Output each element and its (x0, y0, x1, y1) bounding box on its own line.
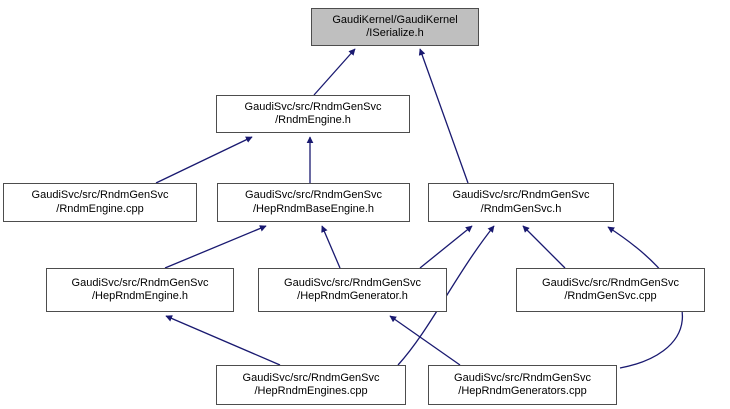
node-label-line1: GaudiSvc/src/RndmGenSvc (31, 189, 169, 201)
edge-heprndmgenerators_cpp-to-rndmgensvc_h (607, 226, 684, 369)
node-label-line1: GaudiKernel/GaudiKernel (332, 13, 458, 26)
graph-node-heprndmengines_cpp[interactable]: GaudiSvc/src/RndmGenSvc /HepRndmEngines.… (216, 365, 406, 405)
edge-heprndmgenerator_h-to-rndmgensvc_h (419, 225, 473, 269)
node-label-line2: /HepRndmGenerator.h (297, 290, 408, 302)
node-label-line2: /HepRndmBaseEngine.h (252, 202, 375, 215)
node-label-line1: GaudiSvc/src/RndmGenSvc (244, 100, 382, 113)
node-label-line2: /RndmGenSvc.cpp (564, 290, 657, 302)
edge-rndmgensvc_cpp-to-rndmgensvc_h (522, 225, 566, 269)
edge-rndmengine_cpp-to-rndmengine_h (155, 136, 253, 184)
node-label-line2: /RndmEngine.h (275, 114, 351, 126)
node-label-line1: GaudiSvc/src/RndmGenSvc (71, 276, 209, 289)
graph-node-heprndmgenerator_h[interactable]: GaudiSvc/src/RndmGenSvc /HepRndmGenerato… (258, 268, 447, 312)
graph-node-heprndmengine_h[interactable]: GaudiSvc/src/RndmGenSvc /HepRndmEngine.h (46, 268, 234, 312)
node-label-line2: /HepRndmGenerators.cpp (458, 385, 587, 397)
node-label-line2: /RndmGenSvc.h (480, 202, 562, 215)
edge-rndmgensvc_h-to-iserialize (418, 48, 469, 184)
node-label-line2: /HepRndmEngines.cpp (254, 385, 368, 397)
graph-node-rndmgensvc_cpp[interactable]: GaudiSvc/src/RndmGenSvc /RndmGenSvc.cpp (516, 268, 705, 312)
node-label-line1: GaudiSvc/src/RndmGenSvc (454, 371, 591, 384)
edge-heprndmgenerator_h-to-heprndmbaseengine_h (321, 225, 341, 269)
graph-node-heprndmgenerators_cpp[interactable]: GaudiSvc/src/RndmGenSvc /HepRndmGenerato… (428, 365, 617, 405)
node-label-line1: GaudiSvc/src/RndmGenSvc (452, 189, 590, 201)
node-label-line2: /HepRndmEngine.h (91, 290, 188, 302)
node-label-line1: GaudiSvc/src/RndmGenSvc (242, 371, 380, 384)
graph-node-iserialize[interactable]: GaudiKernel/GaudiKernel /ISerialize.h (311, 8, 479, 46)
graph-node-rndmengine_cpp[interactable]: GaudiSvc/src/RndmGenSvc /RndmEngine.cpp (3, 183, 197, 222)
edge-heprndmengines_cpp-to-heprndmengine_h (165, 315, 281, 366)
node-label-line2: /RndmEngine.cpp (56, 202, 144, 215)
graph-node-heprndmbaseengine_h[interactable]: GaudiSvc/src/RndmGenSvc /HepRndmBaseEngi… (217, 183, 410, 222)
graph-node-rndmgensvc_h[interactable]: GaudiSvc/src/RndmGenSvc /RndmGenSvc.h (428, 183, 614, 222)
edge-heprndmgenerators_cpp-to-heprndmgenerator_h (389, 315, 461, 366)
node-label-line2: /ISerialize.h (366, 27, 424, 39)
graph-node-rndmengine_h[interactable]: GaudiSvc/src/RndmGenSvc /RndmEngine.h (216, 95, 410, 133)
edge-heprndmengine_h-to-heprndmbaseengine_h (164, 225, 267, 269)
node-label-line1: GaudiSvc/src/RndmGenSvc (245, 189, 382, 201)
node-label-line1: GaudiSvc/src/RndmGenSvc (542, 276, 679, 289)
edge-rndmengine_h-to-iserialize (313, 48, 356, 96)
node-label-line1: GaudiSvc/src/RndmGenSvc (284, 276, 421, 289)
